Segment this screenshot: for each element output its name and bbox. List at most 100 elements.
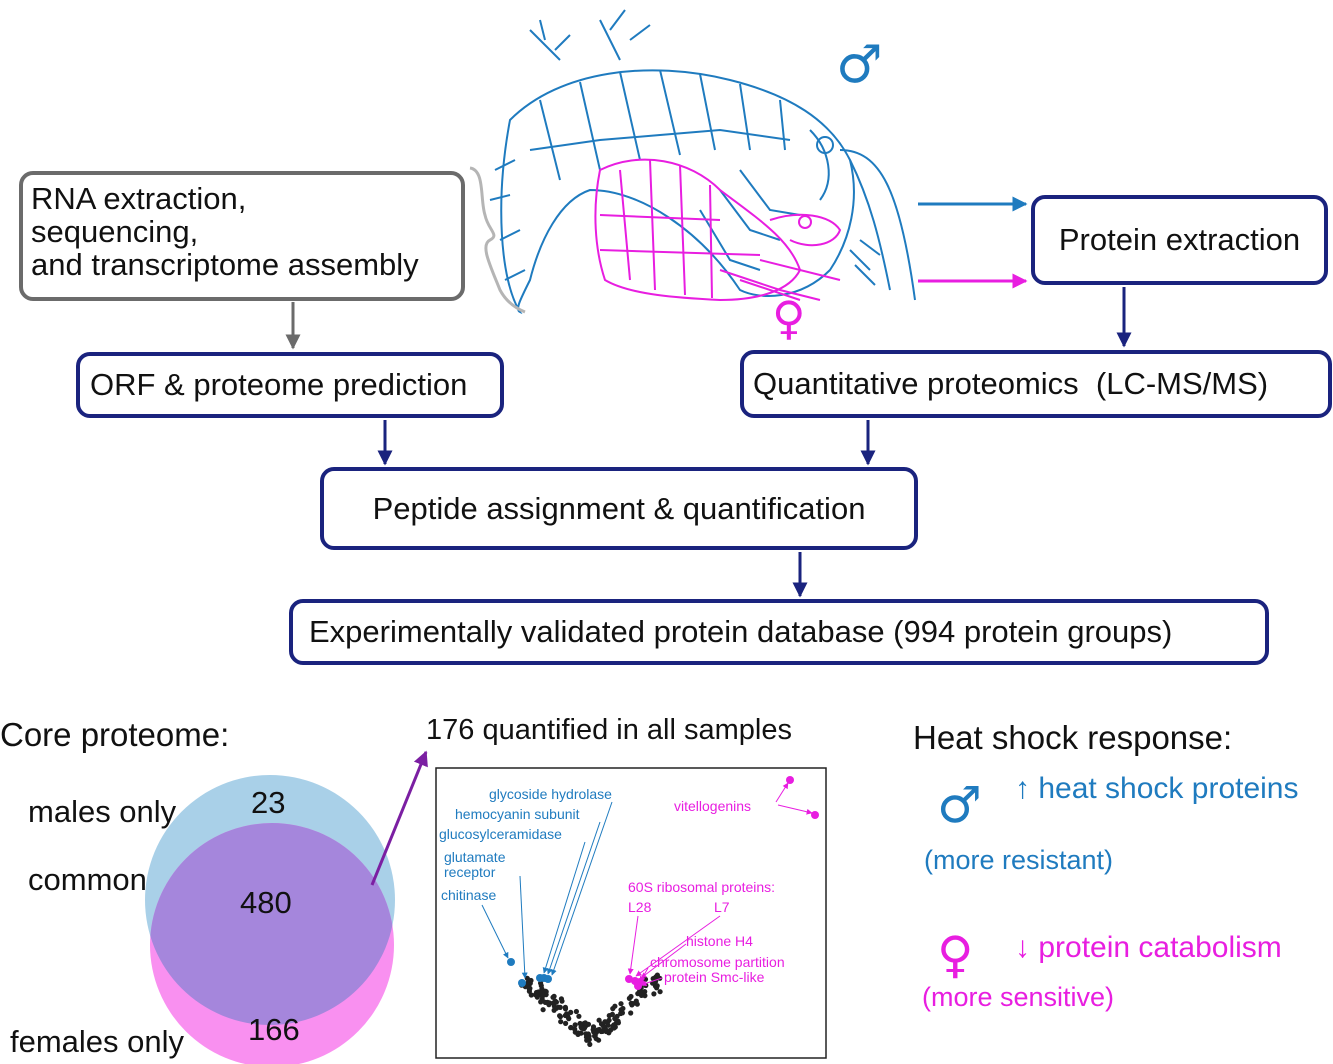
volcano-point (582, 1020, 588, 1026)
volcano-point (538, 998, 545, 1004)
volcano-point (543, 989, 549, 995)
volcano-point (628, 993, 634, 1000)
volcano-point (551, 1007, 557, 1013)
volcano-points (519, 972, 663, 1047)
point-glycoside-hydrolase (544, 975, 552, 983)
volcano-point (550, 994, 556, 1000)
volcano-point (654, 985, 660, 991)
females-only-label: females only (10, 1024, 185, 1059)
volcano-point (577, 1020, 583, 1027)
protein-database-box: Experimentally validated protein databas… (289, 599, 1269, 665)
volcano-point (586, 1033, 592, 1039)
point-chitinase (507, 958, 515, 966)
label-60s-ribosomal: 60S ribosomal proteins: (628, 879, 775, 895)
volcano-point (590, 1027, 596, 1033)
common-count: 480 (240, 885, 292, 920)
volcano-point (654, 972, 661, 978)
label-glucosylceramidase: glucosylceramidase (439, 826, 562, 842)
common-label: common (28, 862, 147, 897)
volcano-point (558, 996, 565, 1002)
label-l28: L28 (628, 899, 652, 915)
volcano-point (611, 1022, 617, 1028)
rna-extraction-box: RNA extraction, sequencing, and transcri… (19, 171, 465, 301)
volcano-point (578, 1030, 584, 1036)
protein-database-label: Experimentally validated protein databas… (309, 614, 1173, 649)
volcano-point (612, 1003, 618, 1009)
volcano-point (558, 1019, 564, 1025)
rna-line-2: sequencing, (31, 214, 199, 249)
venn-diagram (145, 775, 395, 1064)
protein-catabolism-text: ↓ protein catabolism (1015, 931, 1282, 964)
label-receptor: receptor (444, 864, 496, 880)
males-count: 23 (251, 785, 286, 820)
heat-shock-title: Heat shock response: (913, 719, 1233, 756)
heat-shock-proteins-text: ↑ heat shock proteins (1015, 772, 1299, 805)
volcano-point (603, 1027, 610, 1033)
point-chromosome (634, 982, 642, 990)
point-vitellogenin-1 (786, 776, 794, 784)
label-chitinase: chitinase (441, 887, 496, 903)
venn-to-volcano-arrow (370, 750, 428, 886)
volcano-point (651, 991, 657, 997)
volcano-point (618, 1001, 624, 1007)
label-smc: protein Smc-like (664, 969, 765, 985)
volcano-point (557, 1004, 563, 1011)
protein-extraction-label: Protein extraction (1058, 222, 1301, 257)
label-l7: L7 (714, 899, 730, 915)
volcano-point (628, 1010, 634, 1016)
male-symbol: ♂ (937, 776, 982, 834)
volcano-point (562, 1012, 569, 1019)
volcano-point (619, 1010, 626, 1016)
quantitative-proteomics-box: Quantitative proteomics (LC-MS/MS) (740, 350, 1332, 418)
volcano-point (563, 1020, 569, 1026)
volcano-point (587, 1041, 593, 1047)
female-amphipod-illustration (594, 158, 842, 302)
volcano-point (539, 993, 546, 999)
volcano-point (572, 1022, 578, 1028)
more-resistant-text: (more resistant) (924, 845, 1114, 875)
core-proteome-title: Core proteome: (0, 716, 230, 753)
rna-line-1: RNA extraction, (31, 181, 247, 216)
peptide-assignment-label: Peptide assignment & quantification (372, 490, 866, 526)
venn-overlap (150, 823, 394, 1025)
volcano-point (592, 1032, 598, 1038)
male-symbol-top: ♂ (836, 35, 883, 95)
volcano-point (605, 1022, 611, 1028)
volcano-point (602, 1019, 608, 1025)
volcano-point (562, 1006, 569, 1012)
label-vitellogenins: vitellogenins (674, 798, 751, 814)
quantified-label: 176 quantified in all samples (426, 714, 792, 746)
volcano-point (573, 1008, 580, 1015)
orf-prediction-box: ORF & proteome prediction (76, 352, 504, 418)
rna-line-3: and transcriptome assembly (31, 247, 419, 282)
volcano-point (526, 988, 533, 994)
female-symbol: ♀ (937, 926, 974, 984)
volcano-point (535, 989, 542, 995)
volcano-point (598, 1028, 604, 1035)
volcano-point (615, 1018, 621, 1024)
label-glycoside-hydrolase: glycoside hydrolase (489, 786, 612, 802)
males-only-label: males only (28, 794, 177, 829)
label-histone: histone H4 (686, 933, 753, 949)
volcano-point (581, 1025, 587, 1031)
volcano-point (657, 989, 663, 995)
females-count: 166 (248, 1012, 300, 1047)
point-vitellogenin-2 (811, 811, 819, 819)
volcano-point (568, 1009, 574, 1016)
volcano-point (534, 994, 540, 1000)
point-glutamate-receptor (518, 979, 526, 987)
volcano-point (557, 1013, 563, 1019)
volcano-point (576, 1013, 582, 1019)
volcano-point (540, 1007, 546, 1013)
label-glutamate: glutamate (444, 849, 506, 865)
volcano-point (620, 1005, 626, 1012)
blue-leader-lines (481, 801, 613, 979)
label-chromosome-partition: chromosome partition (650, 954, 785, 970)
volcano-point (596, 1017, 602, 1023)
orf-prediction-label: ORF & proteome prediction (90, 367, 468, 402)
volcano-point (638, 992, 645, 999)
volcano-point (628, 1000, 634, 1006)
volcano-point (609, 1011, 616, 1018)
magenta-leader-lines (627, 782, 813, 987)
